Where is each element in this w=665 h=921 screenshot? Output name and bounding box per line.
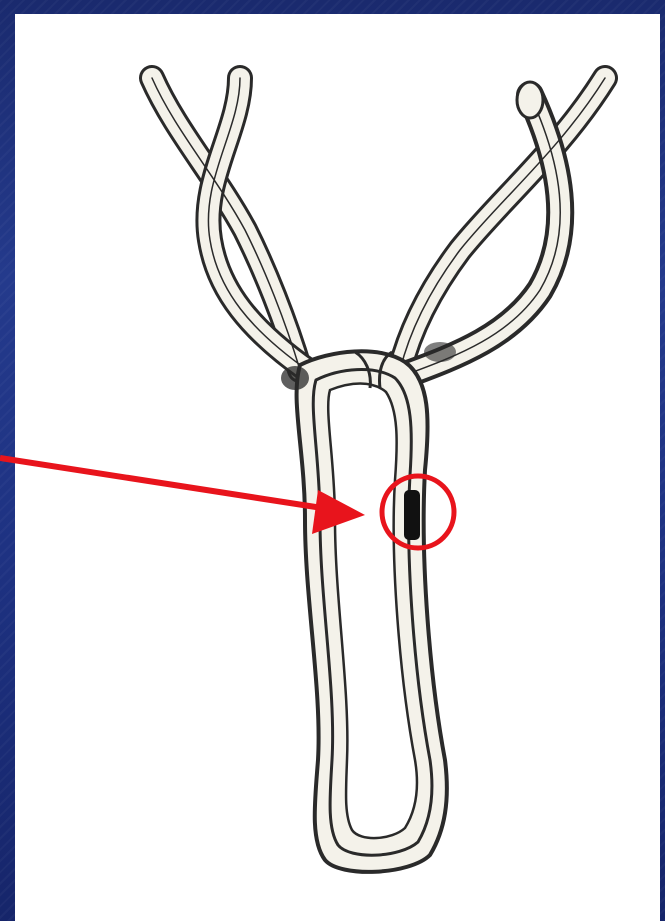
right-tentacles xyxy=(400,78,605,375)
hydra-body xyxy=(281,342,456,872)
highlighted-structure xyxy=(404,490,420,540)
left-tentacles xyxy=(152,78,310,372)
